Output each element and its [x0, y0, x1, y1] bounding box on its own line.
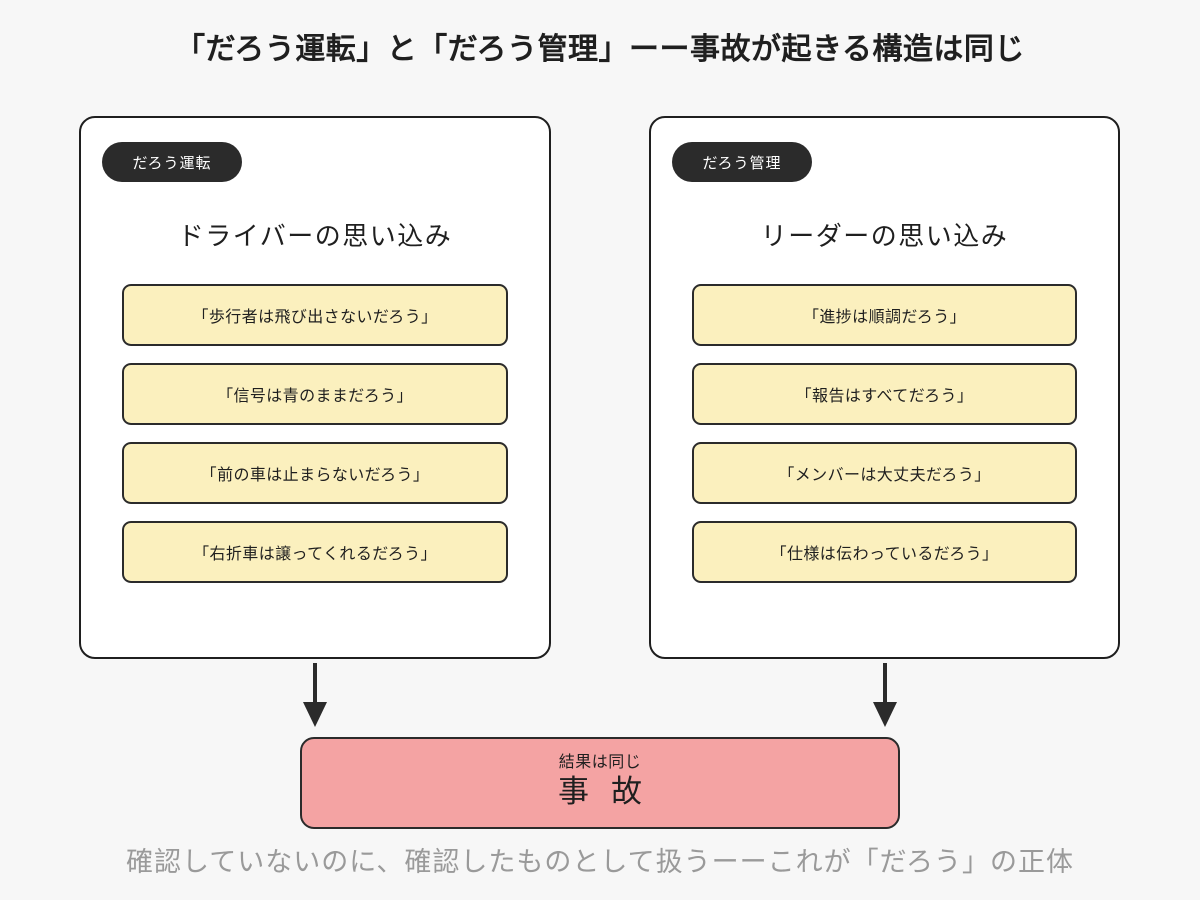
badge-darou-unten: だろう運転	[102, 142, 242, 182]
down-arrow-icon-right	[873, 663, 897, 727]
card-heading-driver: ドライバーの思い込み	[177, 221, 453, 251]
list-item: 「進捗は順調だろう」	[692, 284, 1077, 346]
result-main-label: 事故	[558, 774, 664, 810]
item-list-leader: 「進捗は順調だろう」 「報告はすべてだろう」 「メンバーは大丈夫だろう」 「仕様…	[692, 284, 1077, 583]
down-arrow-icon-left	[303, 663, 327, 727]
list-item: 「右折車は譲ってくれるだろう」	[122, 521, 508, 583]
badge-darou-kanri: だろう管理	[672, 142, 812, 182]
page-title: 「だろう運転」と「だろう管理」ーー事故が起きる構造は同じ	[175, 33, 1025, 66]
result-kicker: 結果は同じ	[558, 753, 642, 771]
footer-caption: 確認していないのに、確認したものとして扱うーーこれが「だろう」の正体	[126, 847, 1074, 877]
list-item: 「仕様は伝わっているだろう」	[692, 521, 1077, 583]
item-list-driver: 「歩行者は飛び出さないだろう」 「信号は青のままだろう」 「前の車は止まらないだ…	[122, 284, 508, 583]
card-darou-unten: だろう運転 ドライバーの思い込み 「歩行者は飛び出さないだろう」 「信号は青のま…	[79, 116, 551, 659]
list-item: 「前の車は止まらないだろう」	[122, 442, 508, 504]
list-item: 「メンバーは大丈夫だろう」	[692, 442, 1077, 504]
card-heading-leader: リーダーの思い込み	[760, 221, 1009, 251]
list-item: 「報告はすべてだろう」	[692, 363, 1077, 425]
list-item: 「信号は青のままだろう」	[122, 363, 508, 425]
list-item: 「歩行者は飛び出さないだろう」	[122, 284, 508, 346]
result-box-accident: 結果は同じ 事故	[300, 737, 900, 829]
card-darou-kanri: だろう管理 リーダーの思い込み 「進捗は順調だろう」 「報告はすべてだろう」 「…	[649, 116, 1120, 659]
